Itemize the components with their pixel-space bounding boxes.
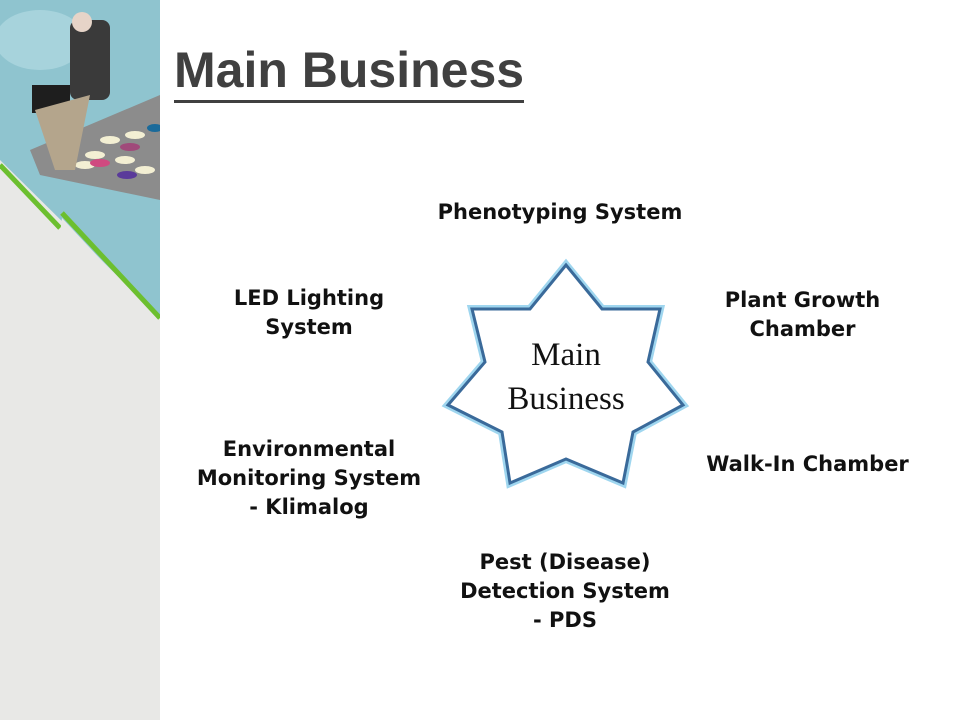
center-label: Main Business: [507, 337, 625, 417]
item-phenotyping-system: Phenotyping System: [437, 200, 683, 224]
item-walk-in-chamber: Walk-In Chamber: [706, 452, 909, 476]
item-led-lighting-system: LED Lighting System: [233, 286, 385, 339]
item-environmental-monitoring: Environmental Monitoring System - Klimal…: [196, 437, 422, 519]
decorative-illustration: [0, 0, 160, 720]
item-plant-growth-chamber: Plant Growth Chamber: [724, 288, 881, 341]
page-title: Main Business: [174, 42, 525, 103]
item-pest-detection-system: Pest (Disease) Detection System - PDS: [460, 550, 670, 632]
